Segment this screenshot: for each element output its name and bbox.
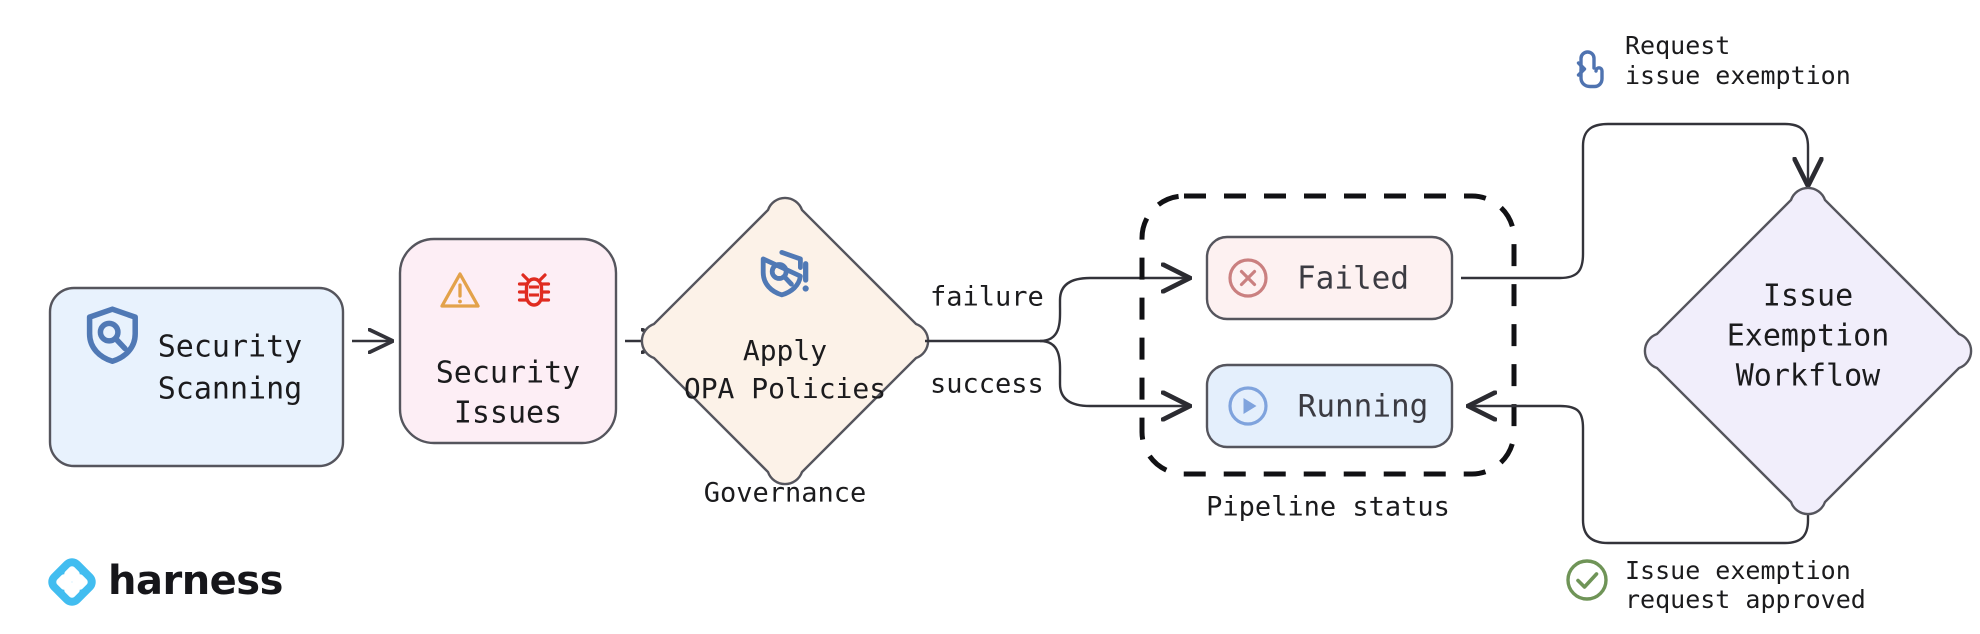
edge-exemption-to-running <box>1468 406 1810 545</box>
edge-failed-to-exemption <box>1461 122 1808 280</box>
security-scanning-label-line2: Scanning <box>158 372 303 407</box>
node-running[interactable]: Running <box>1205 363 1454 449</box>
harness-logo-icon <box>48 558 96 606</box>
node-apply-opa-policies[interactable]: Apply OPA Policies <box>640 196 930 486</box>
node-security-issues[interactable]: Security Issues <box>398 237 618 445</box>
request-exemption-line1: Request <box>1625 31 1730 60</box>
harness-branding: harness <box>48 558 283 606</box>
edge-label-failure: failure <box>930 282 1044 313</box>
request-exemption-line2: issue exemption <box>1625 61 1851 90</box>
edge-failure-branch <box>1039 278 1190 343</box>
issue-exemption-label-line3: Workflow <box>1736 359 1881 394</box>
annotation-request-approved: Issue exemption request approved <box>1566 556 1866 614</box>
click-hand-icon <box>1576 50 1604 89</box>
apply-opa-diamond[interactable] <box>640 196 930 486</box>
apply-opa-label-line1: Apply <box>743 334 827 367</box>
security-scanning-label-line1: Security <box>158 330 303 365</box>
play-circle-icon <box>1228 386 1268 426</box>
security-issues-box[interactable] <box>398 237 618 445</box>
issue-exemption-diamond[interactable] <box>1643 186 1973 516</box>
running-label: Running <box>1298 389 1429 425</box>
node-failed[interactable]: Failed <box>1205 235 1454 321</box>
running-box[interactable] <box>1205 363 1454 449</box>
warning-triangle-icon <box>440 272 480 308</box>
governance-caption: Governance <box>704 478 867 509</box>
apply-opa-label-line2: OPA Policies <box>684 372 886 405</box>
shield-search-alert-icon <box>760 250 809 298</box>
security-issues-label-line2: Issues <box>454 396 562 431</box>
failed-box[interactable] <box>1205 235 1454 321</box>
circle-x-icon <box>1228 258 1268 298</box>
check-circle-icon <box>1566 559 1608 601</box>
bug-icon <box>517 273 551 307</box>
request-approved-line1: Issue exemption <box>1625 556 1851 585</box>
failed-label: Failed <box>1297 261 1409 297</box>
edge-label-success: success <box>930 369 1044 400</box>
issue-exemption-label-line2: Exemption <box>1727 319 1890 354</box>
edge-success-branch <box>1039 339 1190 406</box>
node-security-scanning[interactable]: Security Scanning <box>48 286 345 468</box>
issue-exemption-label-line1: Issue <box>1763 279 1853 314</box>
annotation-request-exemption: Request issue exemption <box>1576 31 1851 90</box>
pipeline-status-caption: Pipeline status <box>1206 492 1450 523</box>
harness-wordmark: harness <box>108 558 283 604</box>
pipeline-status-group-boundary <box>1139 193 1517 477</box>
node-issue-exemption-workflow[interactable]: Issue Exemption Workflow <box>1643 186 1973 516</box>
shield-search-icon <box>86 306 138 364</box>
security-issues-label-line1: Security <box>436 356 581 391</box>
security-scanning-box[interactable] <box>48 286 345 468</box>
request-approved-line2: request approved <box>1625 585 1866 614</box>
